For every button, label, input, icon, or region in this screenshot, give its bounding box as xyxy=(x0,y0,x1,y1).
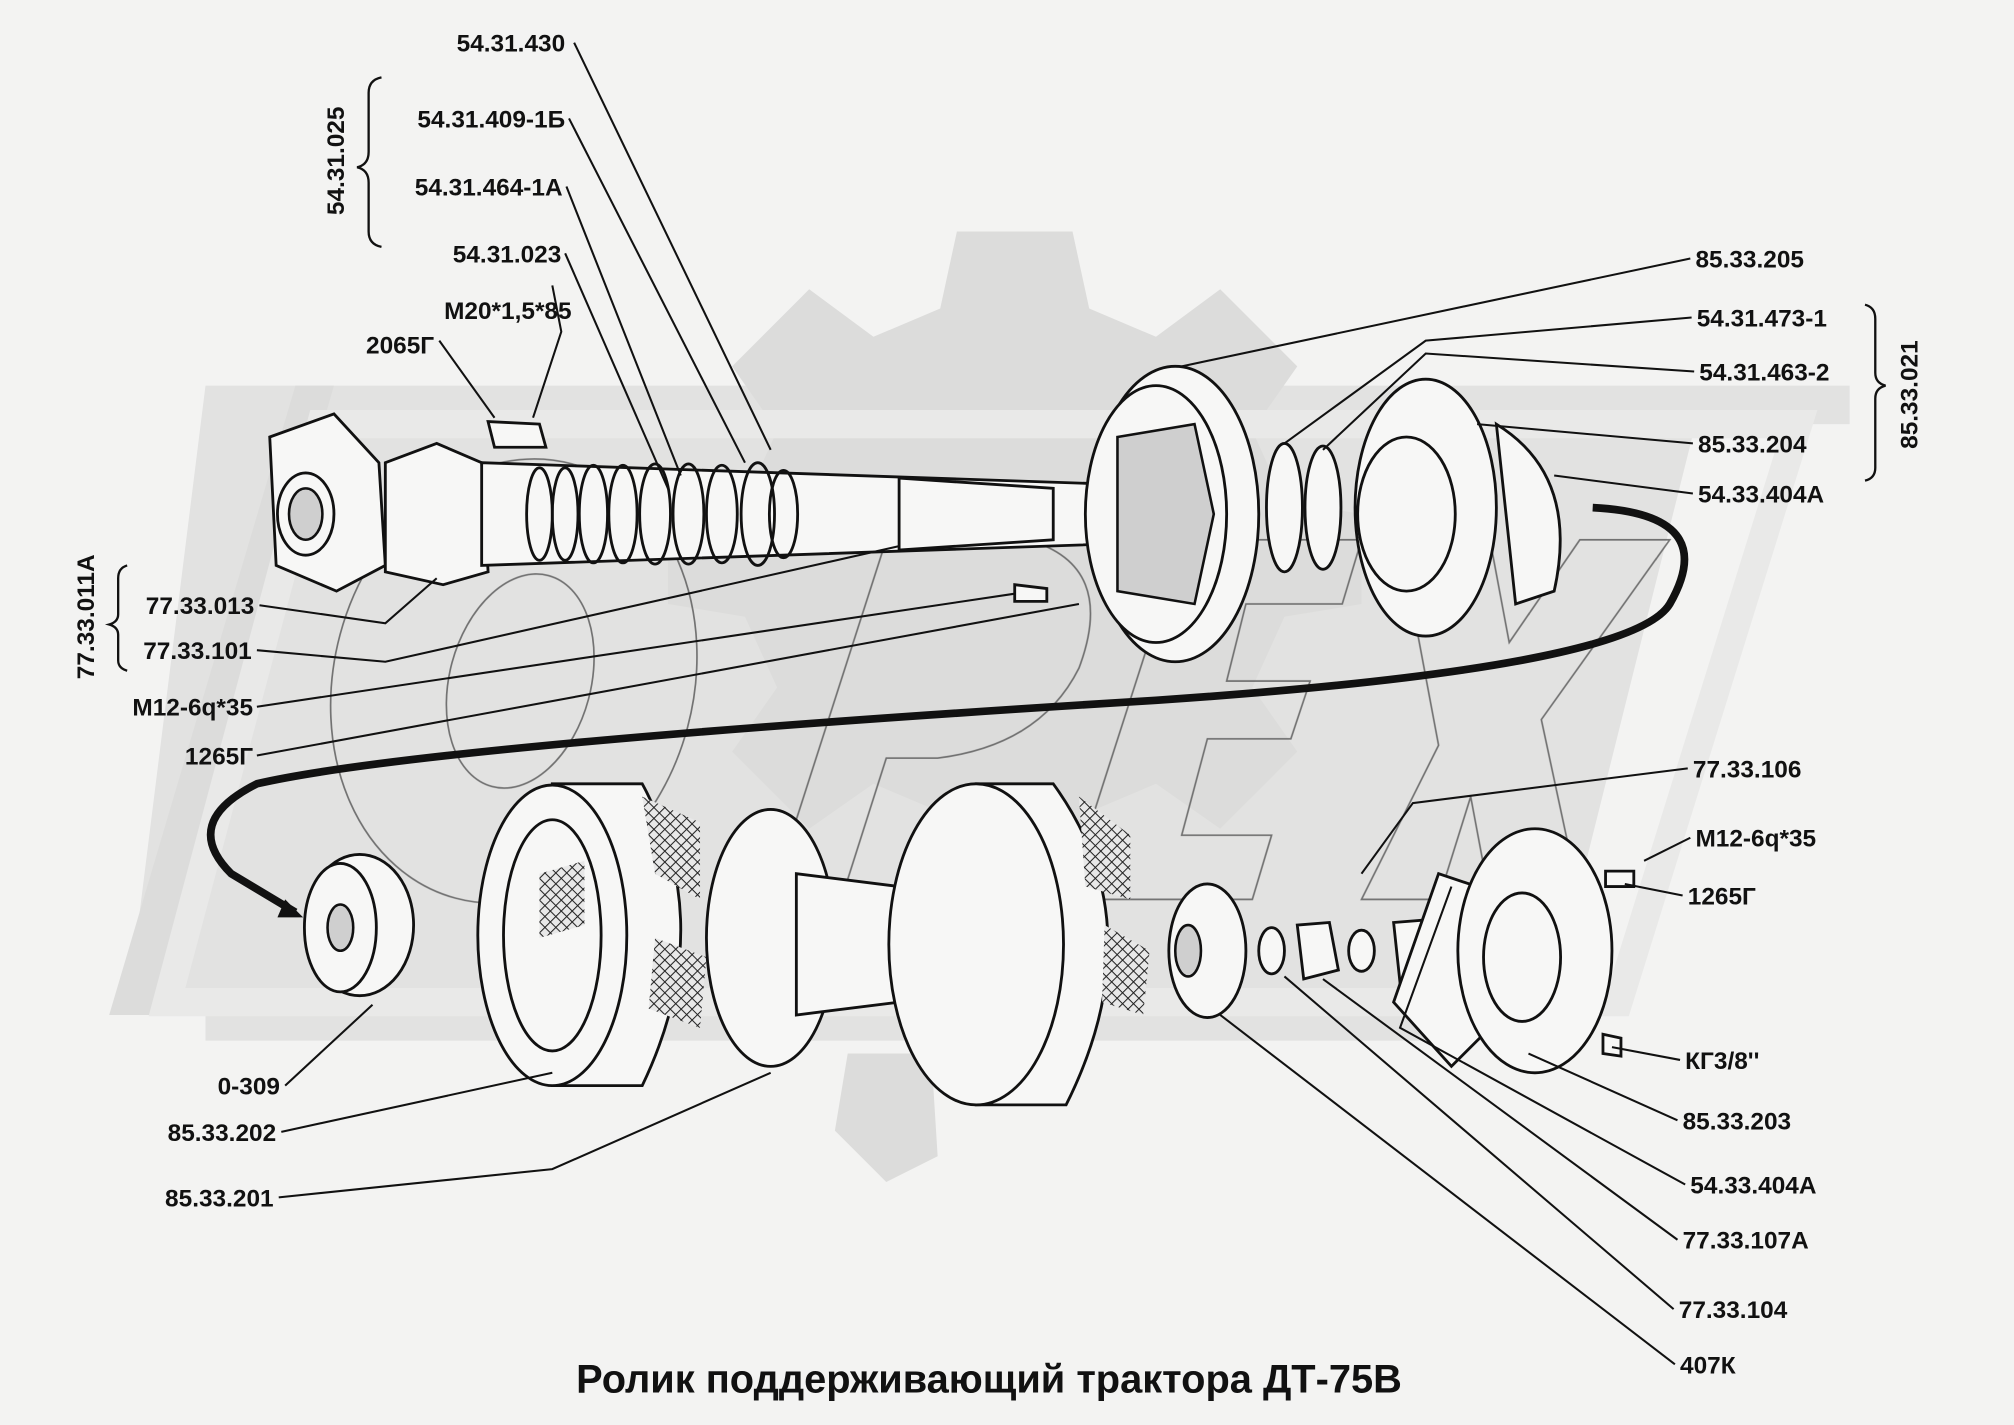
shaft-assembly xyxy=(206,364,1689,918)
part-label: 407К xyxy=(1680,1352,1736,1379)
part-label: 77.33.107А xyxy=(1683,1228,1809,1255)
part-label: 0-309 xyxy=(218,1074,280,1101)
part-label: КГ3/8'' xyxy=(1685,1048,1759,1075)
part-label: 85.33.202 xyxy=(168,1120,277,1147)
roller-assembly xyxy=(302,782,1636,1107)
part-label: 54.31.473-1 xyxy=(1697,306,1827,333)
part-label: 2065Г xyxy=(366,332,434,359)
bracket-54-31-025 xyxy=(356,76,382,249)
part-label: М12-6q*35 xyxy=(132,695,253,722)
part-label: М20*1,5*85 xyxy=(444,298,571,325)
part-label: 77.33.106 xyxy=(1693,756,1802,783)
diagram-title: Ролик поддерживающий трактора ДТ-75В xyxy=(576,1358,1402,1402)
part-label: 54.31.463-2 xyxy=(1699,359,1829,386)
assembly-label: 77.33.011А xyxy=(73,554,100,679)
bracket-77-33-011a xyxy=(104,564,128,672)
part-label: 54.33.404А xyxy=(1698,481,1824,508)
assembly-label: 54.31.025 xyxy=(323,107,350,216)
part-label: 85.33.205 xyxy=(1695,246,1804,273)
part-label: 54.31.409-1Б xyxy=(417,106,565,133)
bracket-85-33-021 xyxy=(1864,303,1886,482)
assembly-brackets xyxy=(104,76,1886,672)
part-label: 54.33.404А xyxy=(1690,1173,1816,1200)
part-label: 54.31.023 xyxy=(453,241,562,268)
part-label: 77.33.101 xyxy=(143,638,252,665)
part-label: 54.31.464-1А xyxy=(415,175,563,202)
part-label: 77.33.104 xyxy=(1679,1297,1788,1324)
leader-lines xyxy=(256,42,1695,1366)
part-label: 77.33.013 xyxy=(146,593,255,620)
part-label: 85.33.204 xyxy=(1698,431,1807,458)
part-label: 1265Г xyxy=(185,744,253,771)
part-label: 85.33.203 xyxy=(1683,1108,1792,1135)
part-label: 54.31.430 xyxy=(457,31,566,58)
labels-right: 85.33.205 54.31.473-1 54.31.463-2 85.33.… xyxy=(1679,246,1830,1379)
part-label: 85.33.201 xyxy=(165,1185,274,1212)
part-label: 1265Г xyxy=(1688,884,1756,911)
labels-left: 54.31.430 54.31.409-1Б 54.31.464-1А 54.3… xyxy=(132,31,571,1213)
part-label: М12-6q*35 xyxy=(1695,826,1816,853)
assembly-label: 85.33.021 xyxy=(1897,340,1924,449)
spring-rings xyxy=(525,461,800,567)
